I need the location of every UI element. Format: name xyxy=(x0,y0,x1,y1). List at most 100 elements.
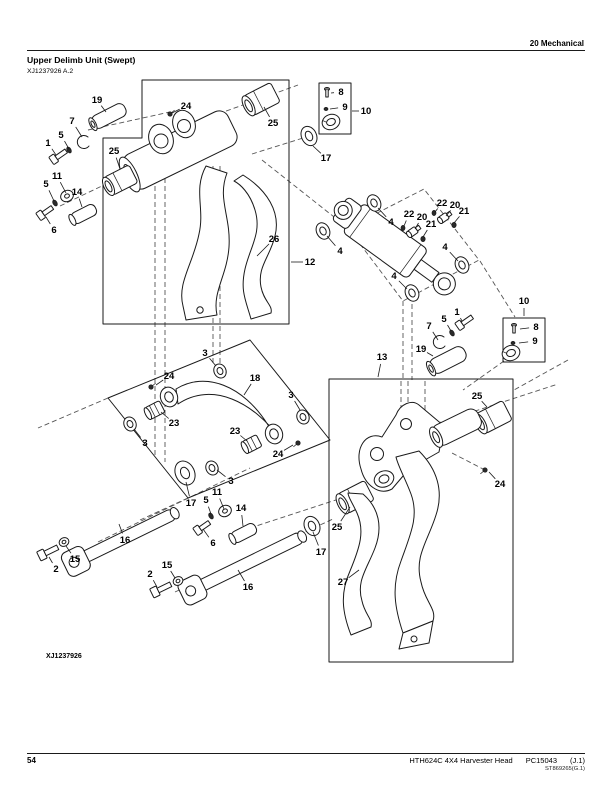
header-rule xyxy=(27,50,585,52)
callout-leader xyxy=(399,281,407,289)
callout-leader xyxy=(482,401,487,407)
callout-label-4: 4 xyxy=(391,271,397,282)
callout-leader xyxy=(427,353,433,357)
callout-label-14: 14 xyxy=(236,503,247,514)
callout-label-18: 18 xyxy=(250,373,261,384)
callout-label-2: 2 xyxy=(53,564,58,575)
washer-3 xyxy=(122,415,139,433)
callout-leader xyxy=(341,507,350,521)
callout-leader xyxy=(330,108,338,109)
bushing-23 xyxy=(240,435,262,455)
callout-leader xyxy=(52,149,56,155)
bolt-2 xyxy=(150,580,173,598)
box-group-10-top xyxy=(319,83,351,134)
washer-17 xyxy=(171,458,199,489)
callout-label-1: 1 xyxy=(454,307,460,318)
callout-leader xyxy=(65,141,70,149)
delimb-band-27 xyxy=(343,493,379,635)
pin-hardware-right xyxy=(425,313,475,377)
callout-leader xyxy=(349,570,359,578)
screw-24 xyxy=(292,440,301,449)
callout-leader xyxy=(49,190,54,201)
callout-leader xyxy=(295,401,300,410)
callout-label-23: 23 xyxy=(230,426,241,437)
callout-label-20: 20 xyxy=(450,200,461,211)
washer-3 xyxy=(204,459,221,477)
grease-fitting xyxy=(405,224,421,238)
callout-label-12: 12 xyxy=(305,257,316,268)
callout-label-17: 17 xyxy=(316,547,327,558)
callout-label-19: 19 xyxy=(92,95,103,106)
callout-leader xyxy=(435,209,438,213)
nut-15 xyxy=(58,536,71,548)
callout-leader xyxy=(454,216,460,223)
callout-leader xyxy=(313,146,321,153)
callout-leader xyxy=(448,325,452,331)
delimb-band-26 xyxy=(234,175,276,319)
footer-revision: (J.1) xyxy=(570,756,585,765)
callout-leader xyxy=(519,342,528,343)
callout-label-24: 24 xyxy=(181,101,192,112)
callout-leader xyxy=(101,106,106,112)
callout-leader xyxy=(244,384,251,395)
callout-leader xyxy=(313,532,318,546)
callout-label-9: 9 xyxy=(342,102,347,113)
callout-leader xyxy=(520,328,529,329)
clamp-7 xyxy=(433,336,445,349)
callout-label-21: 21 xyxy=(459,206,470,217)
callout-leader xyxy=(238,570,245,581)
box-group-10-right xyxy=(503,318,545,362)
callout-leader xyxy=(186,482,189,496)
footer-doc-number: PC15043 xyxy=(525,756,557,765)
section-header: 20 Mechanical xyxy=(529,39,584,48)
callout-label-4: 4 xyxy=(337,246,343,257)
callout-leader xyxy=(460,318,462,321)
link-group xyxy=(122,362,312,477)
callout-label-11: 11 xyxy=(52,171,63,182)
callout-label-25: 25 xyxy=(268,118,279,129)
washer-4 xyxy=(453,255,472,276)
callout-label-15: 15 xyxy=(162,560,173,571)
callout-leader xyxy=(46,217,50,224)
pin-14 xyxy=(67,203,98,227)
callout-label-16: 16 xyxy=(120,535,131,546)
washer-17 xyxy=(298,124,320,148)
callout-leader xyxy=(327,236,335,246)
bushing-23 xyxy=(143,401,165,421)
bolt-6 xyxy=(193,519,212,536)
callout-label-7: 7 xyxy=(426,321,431,332)
bolt-2 xyxy=(37,543,60,561)
callout-label-24: 24 xyxy=(495,479,506,490)
callout-label-4: 4 xyxy=(388,217,394,228)
disc-11 xyxy=(217,503,233,518)
callout-label-26: 26 xyxy=(269,234,280,245)
mount-plate xyxy=(108,340,330,498)
callout-label-27: 27 xyxy=(338,577,349,588)
screw-24 xyxy=(167,108,176,117)
callout-leader xyxy=(446,210,451,216)
callout-label-25: 25 xyxy=(472,391,483,402)
callout-leader xyxy=(161,412,169,419)
callout-leader xyxy=(264,107,270,117)
callout-label-5: 5 xyxy=(43,179,49,190)
page-title: Upper Delimb Unit (Swept) xyxy=(27,55,136,65)
grease-fitting xyxy=(436,210,452,224)
callout-leader xyxy=(415,223,419,229)
screw-24 xyxy=(479,467,488,476)
callout-label-20: 20 xyxy=(417,212,428,223)
page-number: 54 xyxy=(27,756,36,765)
footer-rule xyxy=(27,753,585,755)
callout-label-3: 3 xyxy=(288,390,293,401)
callout-leader xyxy=(171,571,175,578)
callout-label-10: 10 xyxy=(361,106,372,117)
callout-label-5: 5 xyxy=(441,314,447,325)
callout-label-10: 10 xyxy=(519,296,530,307)
nut-15 xyxy=(172,575,185,587)
callout-label-5: 5 xyxy=(203,495,209,506)
callout-label-11: 11 xyxy=(212,487,223,498)
callout-leader xyxy=(60,182,66,193)
callout-label-6: 6 xyxy=(210,538,215,549)
hydraulic-cylinder xyxy=(314,191,472,305)
box-group-12 xyxy=(103,80,289,324)
callout-leader xyxy=(66,546,71,553)
